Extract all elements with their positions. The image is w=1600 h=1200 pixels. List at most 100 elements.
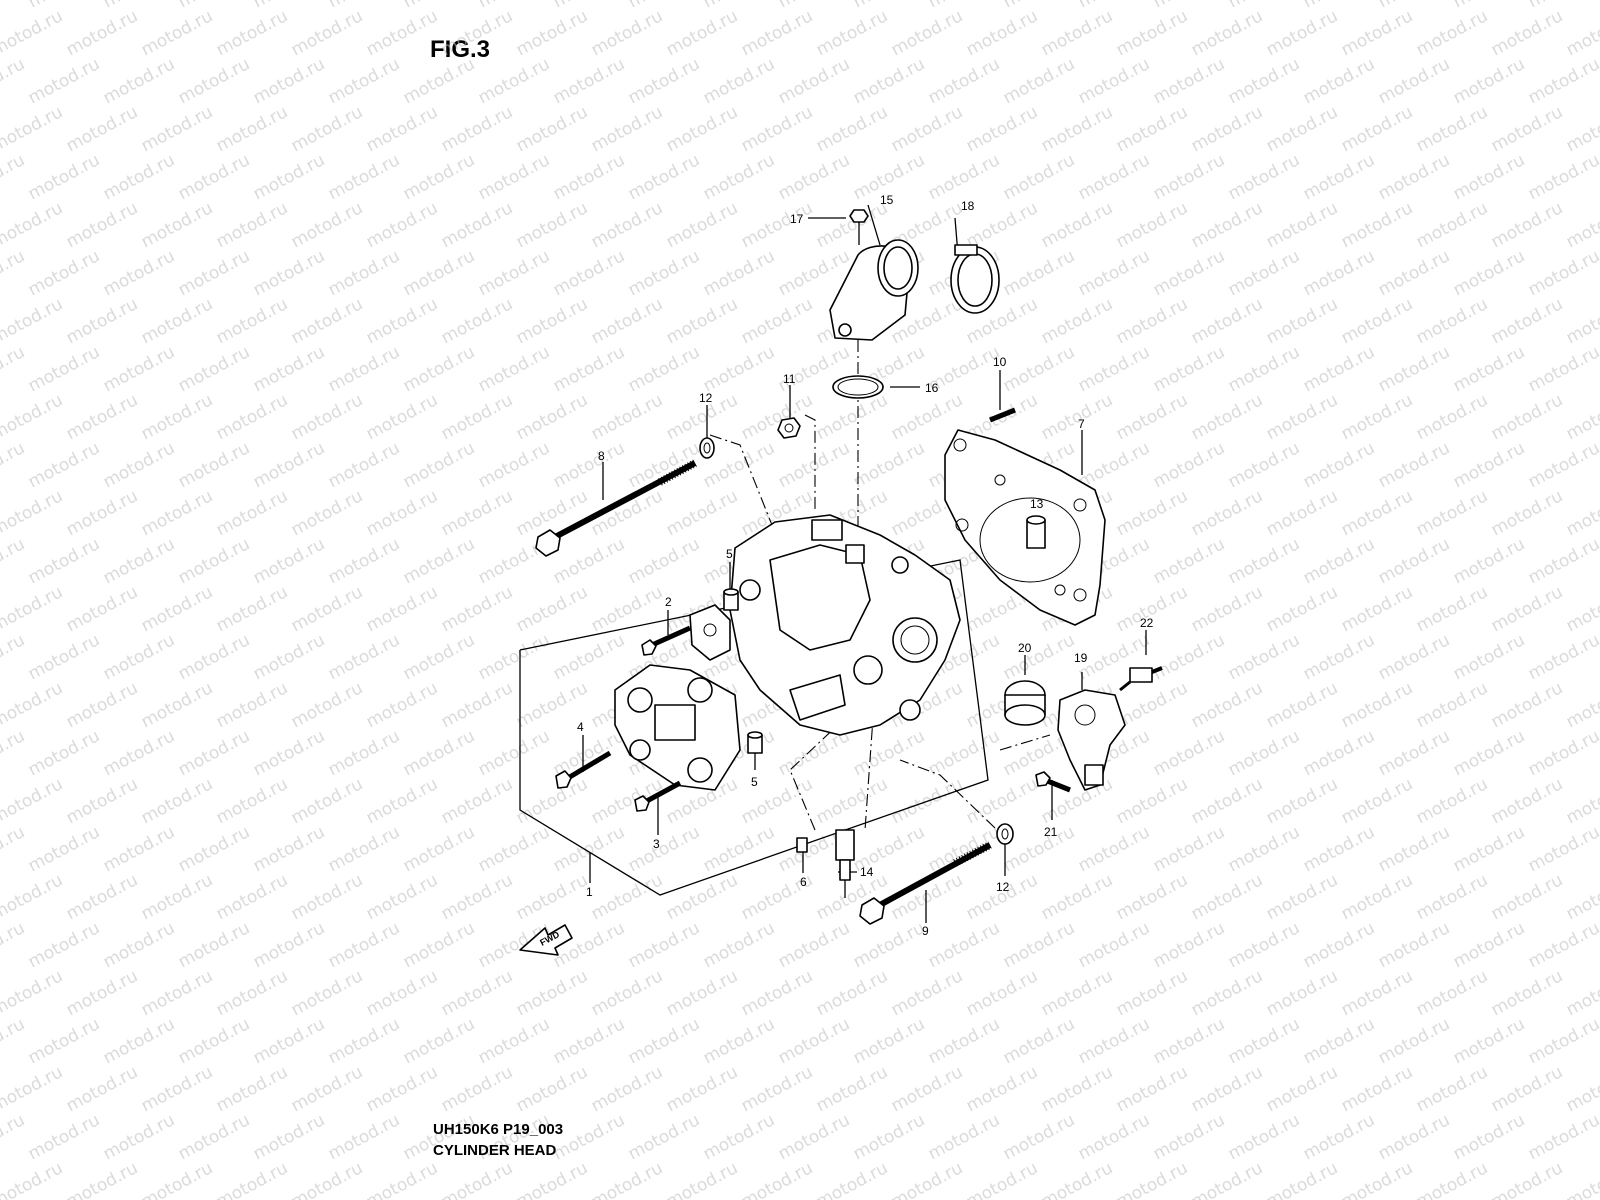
watermark: motod.ru bbox=[325, 1014, 403, 1068]
watermark: motod.ru bbox=[138, 1062, 216, 1116]
watermark: motod.ru bbox=[0, 630, 28, 684]
watermark: motod.ru bbox=[1563, 6, 1600, 60]
watermark: motod.ru bbox=[1488, 582, 1566, 636]
watermark: motod.ru bbox=[288, 1158, 366, 1200]
watermark: motod.ru bbox=[1000, 630, 1078, 684]
watermark: motod.ru bbox=[1525, 342, 1600, 396]
watermark: motod.ru bbox=[1188, 678, 1266, 732]
watermark: motod.ru bbox=[550, 534, 628, 588]
watermark: motod.ru bbox=[700, 1110, 778, 1164]
watermark: motod.ru bbox=[663, 486, 741, 540]
watermark: motod.ru bbox=[63, 1158, 141, 1200]
watermark: motod.ru bbox=[0, 1158, 66, 1200]
watermark: motod.ru bbox=[1338, 486, 1416, 540]
watermark: motod.ru bbox=[1338, 1158, 1416, 1200]
watermark: motod.ru bbox=[775, 1014, 853, 1068]
watermark: motod.ru bbox=[0, 966, 66, 1020]
watermark: motod.ru bbox=[0, 198, 66, 252]
watermark: motod.ru bbox=[288, 1062, 366, 1116]
watermark: motod.ru bbox=[1488, 1158, 1566, 1200]
watermark: motod.ru bbox=[100, 438, 178, 492]
watermark: motod.ru bbox=[1113, 774, 1191, 828]
watermark: motod.ru bbox=[513, 870, 591, 924]
watermark: motod.ru bbox=[1413, 678, 1491, 732]
watermark: motod.ru bbox=[850, 0, 928, 12]
watermark: motod.ru bbox=[1113, 390, 1191, 444]
watermark: motod.ru bbox=[625, 54, 703, 108]
watermark: motod.ru bbox=[250, 822, 328, 876]
watermark: motod.ru bbox=[213, 582, 291, 636]
watermark: motod.ru bbox=[1038, 6, 1116, 60]
watermark: motod.ru bbox=[1225, 246, 1303, 300]
watermark: motod.ru bbox=[1450, 246, 1528, 300]
watermark: motod.ru bbox=[963, 774, 1041, 828]
watermark: motod.ru bbox=[850, 726, 928, 780]
watermark: motod.ru bbox=[63, 294, 141, 348]
watermark: motod.ru bbox=[100, 726, 178, 780]
watermark: motod.ru bbox=[475, 438, 553, 492]
watermark: motod.ru bbox=[1150, 726, 1228, 780]
watermark: motod.ru bbox=[250, 1014, 328, 1068]
watermark: motod.ru bbox=[400, 534, 478, 588]
watermark: motod.ru bbox=[1338, 966, 1416, 1020]
watermark: motod.ru bbox=[1188, 1158, 1266, 1200]
watermark: motod.ru bbox=[1488, 390, 1566, 444]
watermark: motod.ru bbox=[138, 294, 216, 348]
watermark: motod.ru bbox=[250, 342, 328, 396]
callout-10: 10 bbox=[993, 355, 1007, 369]
watermark: motod.ru bbox=[963, 966, 1041, 1020]
fwd-arrow: FWD bbox=[519, 924, 573, 956]
watermark: motod.ru bbox=[438, 870, 516, 924]
watermark: motod.ru bbox=[700, 918, 778, 972]
watermark: motod.ru bbox=[1563, 870, 1600, 924]
watermark: motod.ru bbox=[1338, 774, 1416, 828]
watermark: motod.ru bbox=[1225, 0, 1303, 12]
watermark: motod.ru bbox=[663, 102, 741, 156]
watermark: motod.ru bbox=[738, 102, 816, 156]
watermark: motod.ru bbox=[1413, 390, 1491, 444]
watermark: motod.ru bbox=[663, 198, 741, 252]
watermark: motod.ru bbox=[963, 870, 1041, 924]
watermark: motod.ru bbox=[663, 1062, 741, 1116]
watermark: motod.ru bbox=[775, 150, 853, 204]
watermark: motod.ru bbox=[550, 246, 628, 300]
watermark: motod.ru bbox=[1150, 630, 1228, 684]
watermark: motod.ru bbox=[213, 6, 291, 60]
watermark: motod.ru bbox=[1338, 1062, 1416, 1116]
watermark: motod.ru bbox=[250, 1110, 328, 1164]
watermark: motod.ru bbox=[213, 678, 291, 732]
watermark: motod.ru bbox=[63, 870, 141, 924]
watermark: motod.ru bbox=[1188, 390, 1266, 444]
watermark: motod.ru bbox=[438, 294, 516, 348]
callout-22: 22 bbox=[1140, 616, 1154, 630]
watermark: motod.ru bbox=[213, 774, 291, 828]
watermark: motod.ru bbox=[25, 342, 103, 396]
watermark: motod.ru bbox=[25, 1110, 103, 1164]
watermark: motod.ru bbox=[0, 438, 28, 492]
watermark: motod.ru bbox=[363, 774, 441, 828]
watermark: motod.ru bbox=[738, 198, 816, 252]
watermark: motod.ru bbox=[288, 582, 366, 636]
watermark: motod.ru bbox=[25, 246, 103, 300]
watermark: motod.ru bbox=[1000, 342, 1078, 396]
watermark: motod.ru bbox=[250, 630, 328, 684]
holder-bolt-3 bbox=[634, 780, 682, 812]
watermark: motod.ru bbox=[1488, 486, 1566, 540]
outlet-bolt bbox=[849, 209, 869, 245]
watermark: motod.ru bbox=[1113, 102, 1191, 156]
watermark: motod.ru bbox=[1450, 438, 1528, 492]
watermark: motod.ru bbox=[1488, 6, 1566, 60]
watermark: motod.ru bbox=[1188, 486, 1266, 540]
watermark: motod.ru bbox=[775, 918, 853, 972]
watermark: motod.ru bbox=[1413, 294, 1491, 348]
watermark: motod.ru bbox=[325, 1110, 403, 1164]
watermark: motod.ru bbox=[325, 726, 403, 780]
small-pin bbox=[796, 837, 808, 853]
watermark: motod.ru bbox=[1225, 726, 1303, 780]
watermark: motod.ru bbox=[1263, 390, 1341, 444]
watermark: motod.ru bbox=[925, 1110, 1003, 1164]
watermark: motod.ru bbox=[1075, 918, 1153, 972]
watermark: motod.ru bbox=[400, 0, 478, 12]
watermark: motod.ru bbox=[0, 0, 28, 12]
watermark: motod.ru bbox=[1375, 438, 1453, 492]
